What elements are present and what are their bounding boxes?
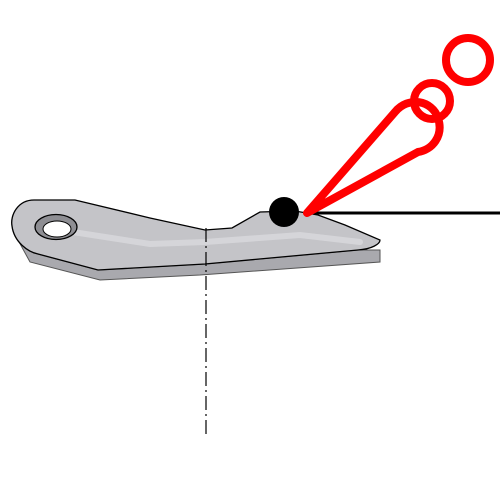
magic-wand-pointer-icon	[303, 34, 494, 217]
pointer-ring-top	[442, 34, 494, 86]
contact-dot-icon	[269, 197, 299, 227]
pivot-hole-icon	[34, 213, 78, 241]
pointer-ring-middle	[410, 79, 454, 123]
lever-highlight	[57, 227, 363, 248]
